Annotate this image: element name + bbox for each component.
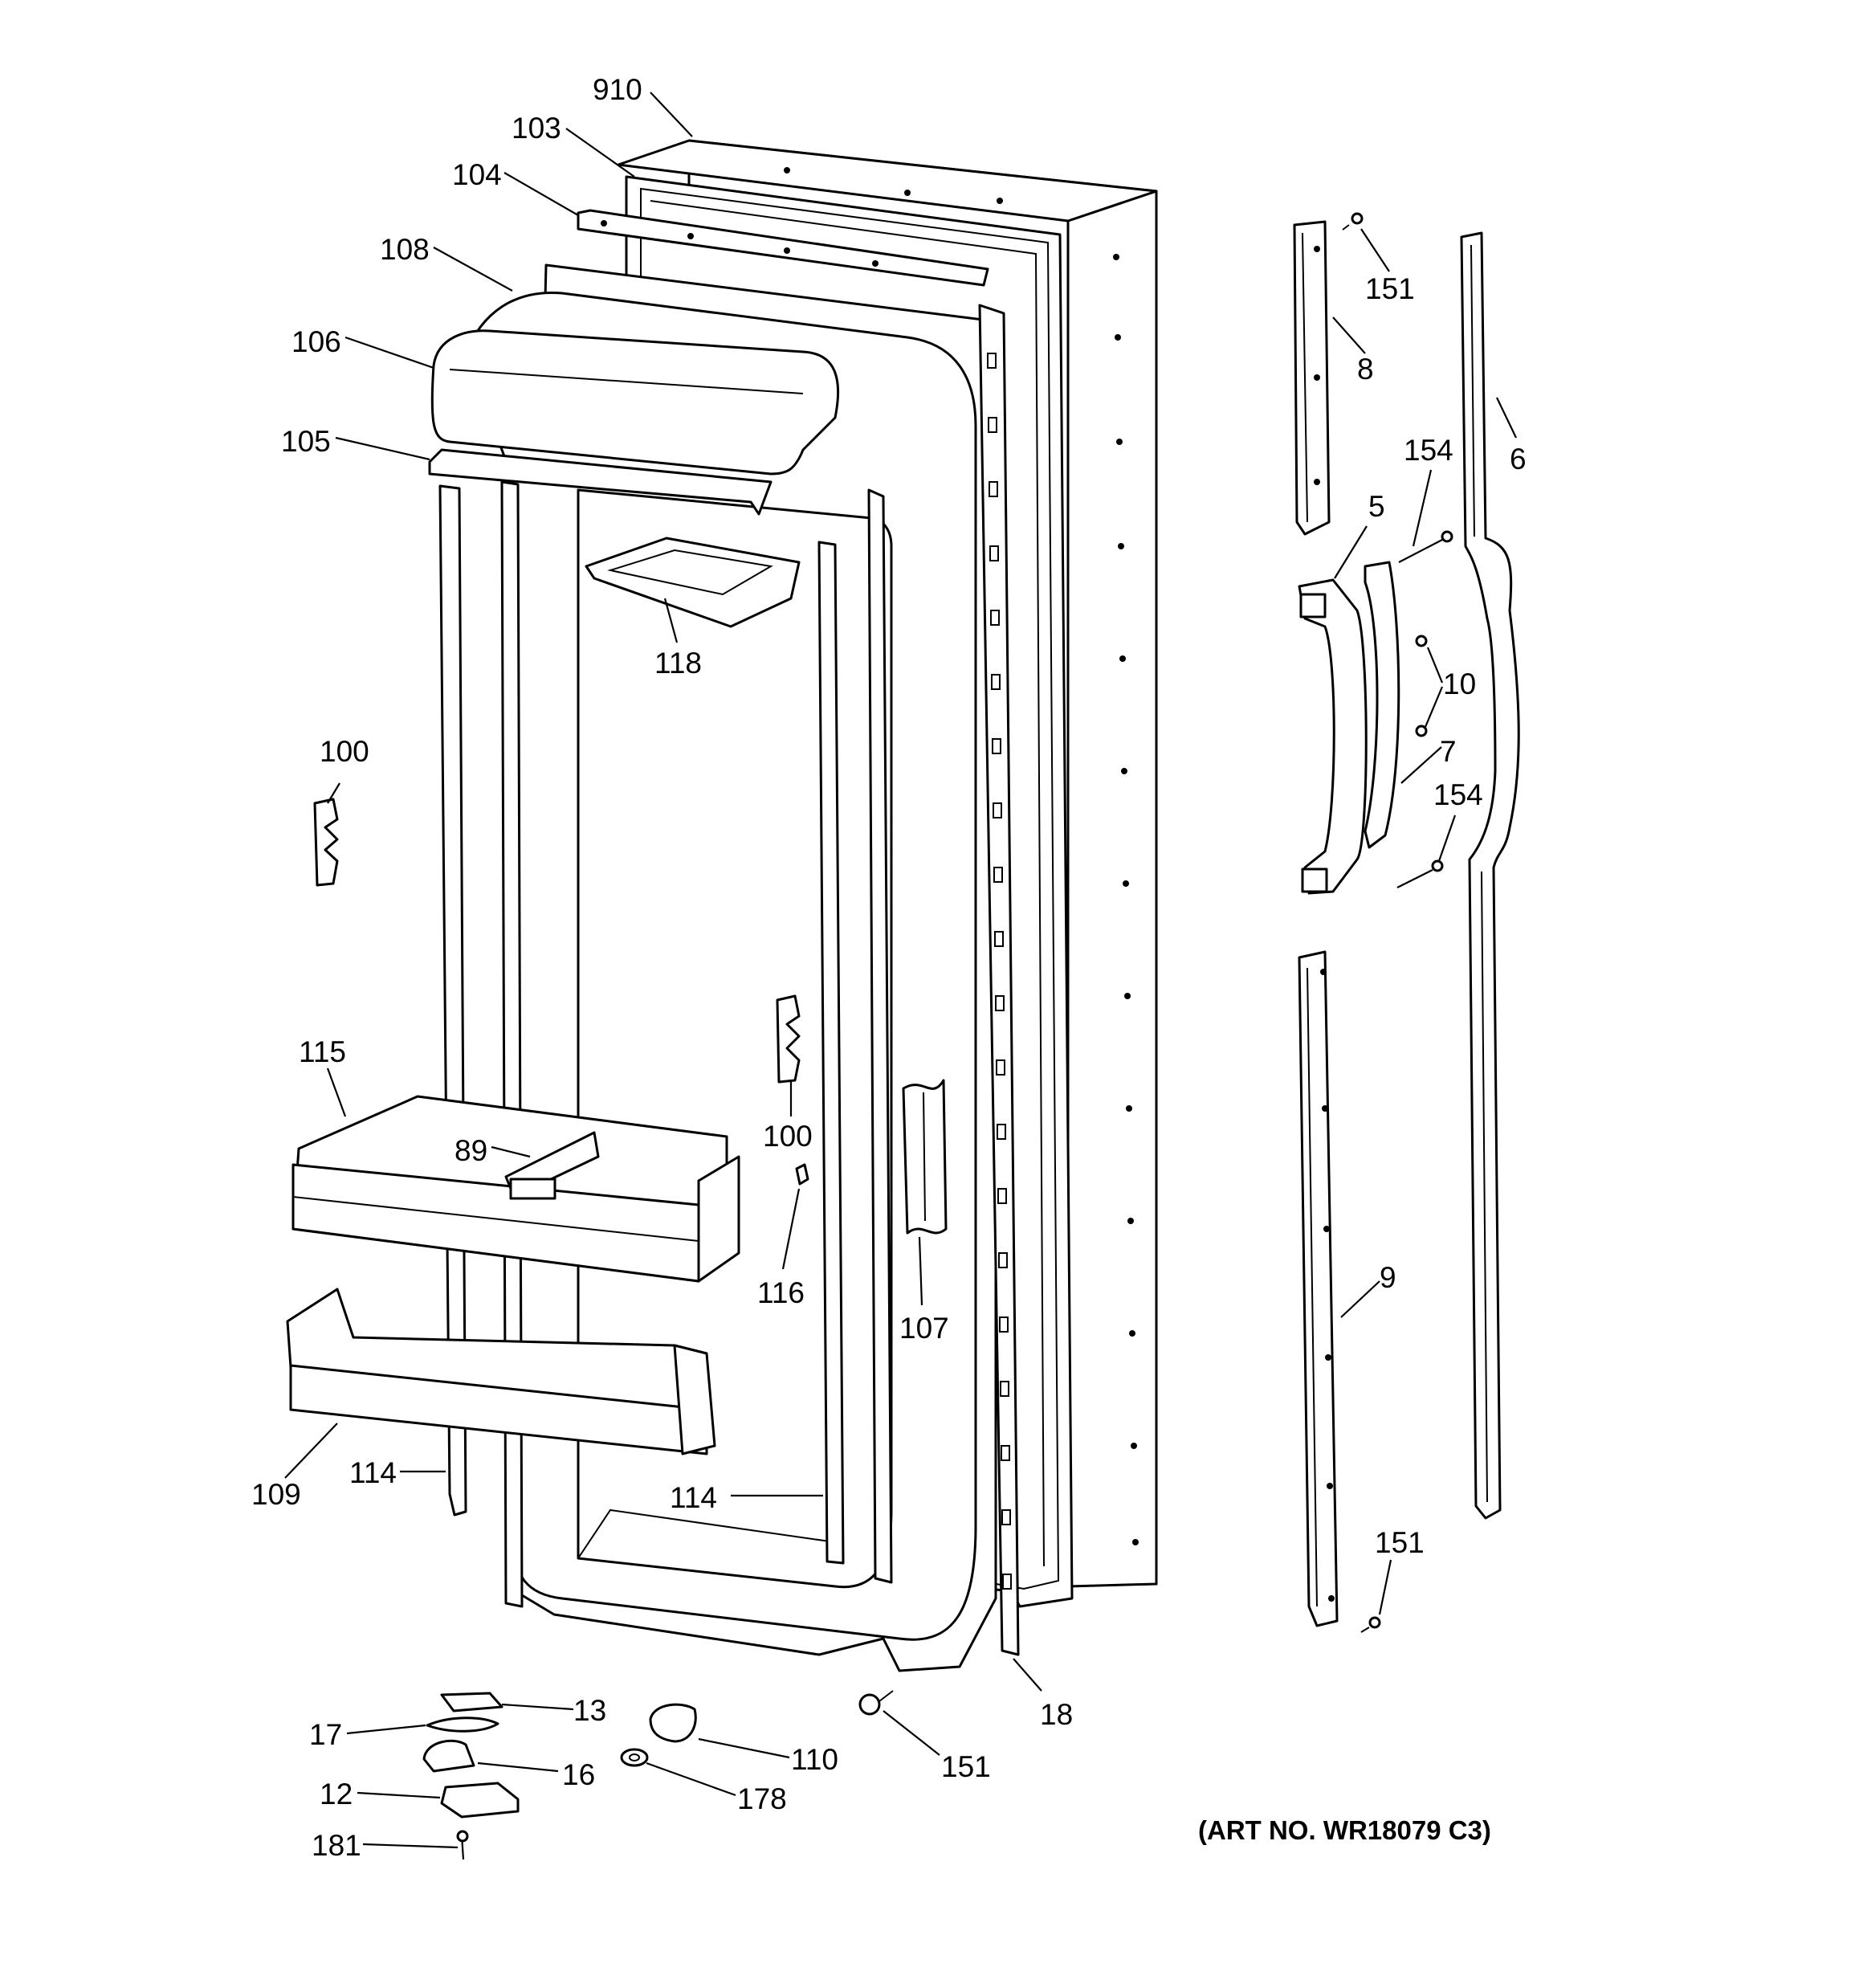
handle-trim-6 [1460, 231, 1520, 1520]
callout-9: 9 [1380, 1261, 1396, 1294]
screw-151-door [858, 1690, 894, 1716]
callout-labels: 910 103 104 108 106 105 118 100 100 115 … [251, 73, 1527, 1862]
callout-6: 6 [1510, 443, 1527, 476]
leader-lines [284, 92, 1517, 1849]
callout-154-lower: 154 [1433, 778, 1483, 811]
callout-7: 7 [1440, 735, 1457, 768]
callout-108: 108 [380, 233, 430, 266]
door-bin-upper-115 [291, 1095, 740, 1283]
hinge-plate-13 [440, 1692, 503, 1712]
callout-17: 17 [309, 1718, 342, 1751]
callout-18: 18 [1040, 1698, 1073, 1731]
callout-13: 13 [573, 1694, 606, 1727]
screw-10-lower [1415, 725, 1428, 737]
callout-109: 109 [251, 1478, 301, 1511]
callout-89: 89 [455, 1134, 487, 1167]
clip-116 [795, 1163, 809, 1186]
shelf-bracket-100-right [776, 994, 801, 1084]
screw-154-lower [1396, 859, 1444, 888]
callout-105: 105 [281, 425, 331, 458]
insulation-pad-107 [902, 1079, 948, 1235]
callout-110: 110 [791, 1743, 838, 1776]
hinge-screw-181 [456, 1830, 469, 1860]
callout-100-right: 100 [763, 1120, 813, 1153]
top-trim-104 [577, 209, 989, 287]
callout-115: 115 [299, 1035, 346, 1068]
art-number: (ART NO. WR18079 C3) [1198, 1815, 1491, 1845]
screw-151-bottom [1360, 1616, 1381, 1633]
dairy-door-retainer-105 [428, 448, 773, 516]
washer-178 [620, 1748, 649, 1767]
tray-118 [585, 537, 801, 628]
callout-151-door: 151 [941, 1750, 991, 1783]
hinge-bushing-16 [422, 1739, 475, 1773]
screw-10-upper [1415, 635, 1428, 647]
callout-118: 118 [654, 647, 702, 680]
callout-154-upper: 154 [1404, 434, 1453, 467]
callout-8: 8 [1357, 353, 1374, 386]
callout-104: 104 [452, 158, 502, 191]
dairy-compartment-door-106 [430, 329, 840, 476]
hinge-12 [440, 1782, 520, 1819]
callout-106: 106 [291, 325, 341, 358]
callout-107: 107 [899, 1312, 949, 1345]
handle-insert-7 [1364, 561, 1400, 849]
callout-910: 910 [593, 73, 642, 106]
door-bin-lower-109 [286, 1288, 716, 1455]
callout-114-right: 114 [670, 1481, 717, 1514]
callout-181: 181 [312, 1829, 361, 1862]
callout-114-left: 114 [349, 1456, 397, 1489]
shelf-rail-left-114 [438, 480, 524, 1608]
callout-100-left: 100 [320, 735, 369, 768]
handle-mount-lower-9 [1298, 950, 1339, 1627]
callout-103: 103 [512, 112, 561, 145]
callout-10: 10 [1443, 667, 1476, 700]
screw-154-upper [1398, 530, 1453, 563]
door-handle-5 [1298, 578, 1368, 895]
callout-5: 5 [1368, 490, 1385, 523]
callout-151-bottom: 151 [1375, 1526, 1425, 1559]
callout-151-top: 151 [1365, 272, 1415, 305]
handle-mount-upper-8 [1293, 220, 1331, 536]
hinge-cap-110 [649, 1703, 697, 1743]
screw-151-top [1342, 212, 1364, 231]
callout-12: 12 [320, 1778, 353, 1810]
callout-16: 16 [562, 1758, 595, 1791]
shelf-rail-right-114 [817, 488, 893, 1584]
hinge-spring-17 [426, 1717, 499, 1733]
callout-178: 178 [737, 1782, 787, 1815]
callout-116: 116 [757, 1276, 805, 1309]
shelf-bracket-100-left [313, 798, 339, 887]
hinge-strip-18 [978, 304, 1020, 1656]
